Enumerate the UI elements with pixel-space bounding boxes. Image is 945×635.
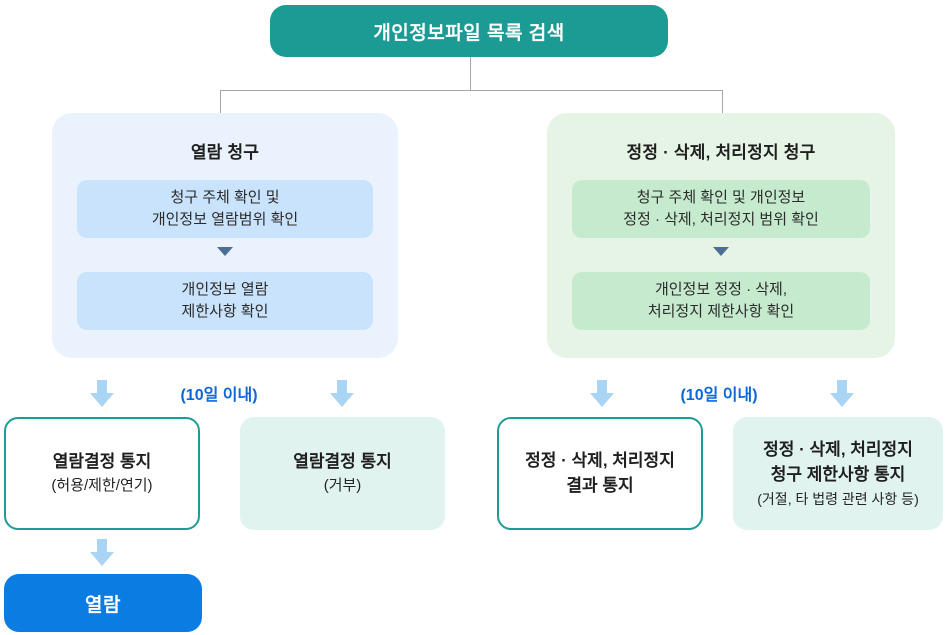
outcome-view-decision-notice: 열람결정 통지 (허용/제한/연기) <box>4 417 200 530</box>
deadline-label: (10일 이내) <box>180 387 258 404</box>
down-arrow-icon <box>90 380 114 407</box>
down-triangle-icon <box>217 247 233 256</box>
outcome-subtext: (허용/제한/연기) <box>51 477 153 495</box>
down-arrow-icon <box>590 380 614 407</box>
outcome-correction-restriction-notice: 정정 · 삭제, 처리정지 청구 제한사항 통지 (거절, 타 법령 관련 사항… <box>733 417 943 530</box>
panel-correction-request-title: 정정 · 삭제, 처리정지 청구 <box>626 143 816 162</box>
outcome-correction-result-notice: 정정 · 삭제, 처리정지 결과 통지 <box>497 417 703 530</box>
step-verify-requester-and-correction-scope: 청구 주체 확인 및 개인정보 정정 · 삭제, 처리정지 범위 확인 <box>572 180 870 238</box>
step-check-correction-restrictions: 개인정보 정정 · 삭제, 처리정지 제한사항 확인 <box>572 272 870 330</box>
outcome-view-decision-notice-rejection: 열람결정 통지 (거부) <box>240 417 445 530</box>
connector-line-right <box>722 90 723 115</box>
panel-correction-request: 정정 · 삭제, 처리정지 청구 청구 주체 확인 및 개인정보 정정 · 삭제… <box>547 113 895 358</box>
outcome-title: 정정 · 삭제, 처리정지 <box>525 450 675 470</box>
down-arrow-icon <box>830 380 854 407</box>
step-text-line: 정정 · 삭제, 처리정지 범위 확인 <box>623 211 819 228</box>
step-check-view-restrictions: 개인정보 열람 제한사항 확인 <box>77 272 373 330</box>
deadline-label: (10일 이내) <box>680 387 758 404</box>
step-text-line: 청구 주체 확인 및 개인정보 <box>636 189 806 207</box>
final-node-view: 열람 <box>4 574 202 632</box>
step-text-line: 청구 주체 확인 및 <box>170 189 280 207</box>
step-verify-requester-and-scope: 청구 주체 확인 및 개인정보 열람범위 확인 <box>77 180 373 238</box>
connector-line-horizontal <box>220 90 723 91</box>
connector-line-left <box>220 90 221 115</box>
down-arrow-icon <box>330 380 354 407</box>
outcome-subtext: (거절, 타 법령 관련 사항 등) <box>757 490 919 507</box>
step-text-line: 개인정보 열람 <box>181 281 269 299</box>
step-text-line: 개인정보 열람범위 확인 <box>151 211 299 228</box>
outcome-title: 결과 통지 <box>566 476 634 495</box>
down-triangle-icon <box>713 247 729 256</box>
step-text-line: 제한사항 확인 <box>181 303 269 320</box>
root-node-file-list-search: 개인정보파일 목록 검색 <box>270 5 668 57</box>
step-text-line: 개인정보 정정 · 삭제, <box>654 281 788 299</box>
outcome-title: 정정 · 삭제, 처리정지 <box>763 440 913 460</box>
step-text-line: 처리정지 제한사항 확인 <box>647 303 795 320</box>
outcome-title: 열람결정 통지 <box>52 452 152 472</box>
connector-line-root <box>470 57 471 90</box>
down-arrow-icon <box>90 539 114 566</box>
outcome-title: 열람결정 통지 <box>293 452 392 472</box>
outcome-subtext: (거부) <box>323 477 362 495</box>
outcome-title: 청구 제한사항 통지 <box>770 465 906 485</box>
panel-view-request: 열람 청구 청구 주체 확인 및 개인정보 열람범위 확인 개인정보 열람 제한… <box>52 113 398 358</box>
panel-view-request-title: 열람 청구 <box>190 143 260 162</box>
